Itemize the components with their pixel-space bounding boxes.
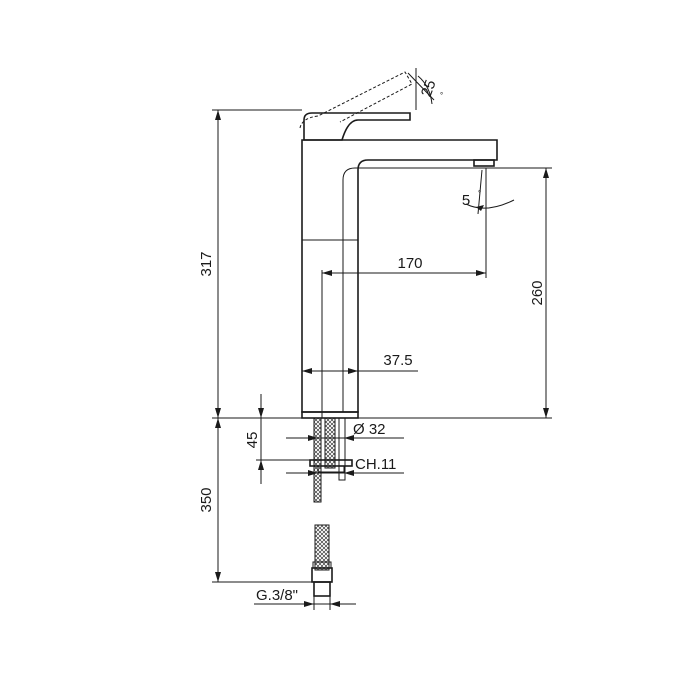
- faucet-body: [301, 139, 498, 413]
- spout-angle-unit: °: [478, 189, 481, 198]
- nut-size-label: CH.11: [355, 456, 396, 473]
- dim-nut-size: CH.11: [286, 456, 404, 476]
- dim-shank-diameter: Ø 32: [286, 421, 404, 441]
- thread-label: G.3/8": [256, 587, 298, 604]
- total-height-label: 317: [198, 251, 215, 276]
- lever-angle-unit: °: [440, 91, 443, 100]
- spout-angle-label: 5: [462, 192, 470, 209]
- shank-diameter-label: Ø 32: [353, 421, 386, 438]
- dim-spout-angle: 5 °: [462, 169, 515, 215]
- dim-hose-length: 350: [198, 418, 312, 583]
- hose-length-label: 350: [198, 487, 215, 512]
- dim-base-width: 37.5: [301, 352, 418, 412]
- spout-height-label: 260: [529, 280, 546, 305]
- lever-handle: [299, 68, 435, 141]
- base-and-hoses: [301, 411, 359, 597]
- lever-angle-label: 25: [418, 78, 440, 99]
- dim-total-height: 317: [198, 109, 302, 419]
- dim-shank-length: 45: [244, 394, 310, 484]
- shank-length-label: 45: [244, 432, 261, 449]
- dim-spout-height: 260: [358, 167, 552, 419]
- base-width-label: 37.5: [383, 352, 412, 369]
- dim-thread: G.3/8": [254, 587, 356, 610]
- dim-lever-angle: 25 °: [417, 75, 443, 105]
- spout-reach-label: 170: [397, 255, 422, 272]
